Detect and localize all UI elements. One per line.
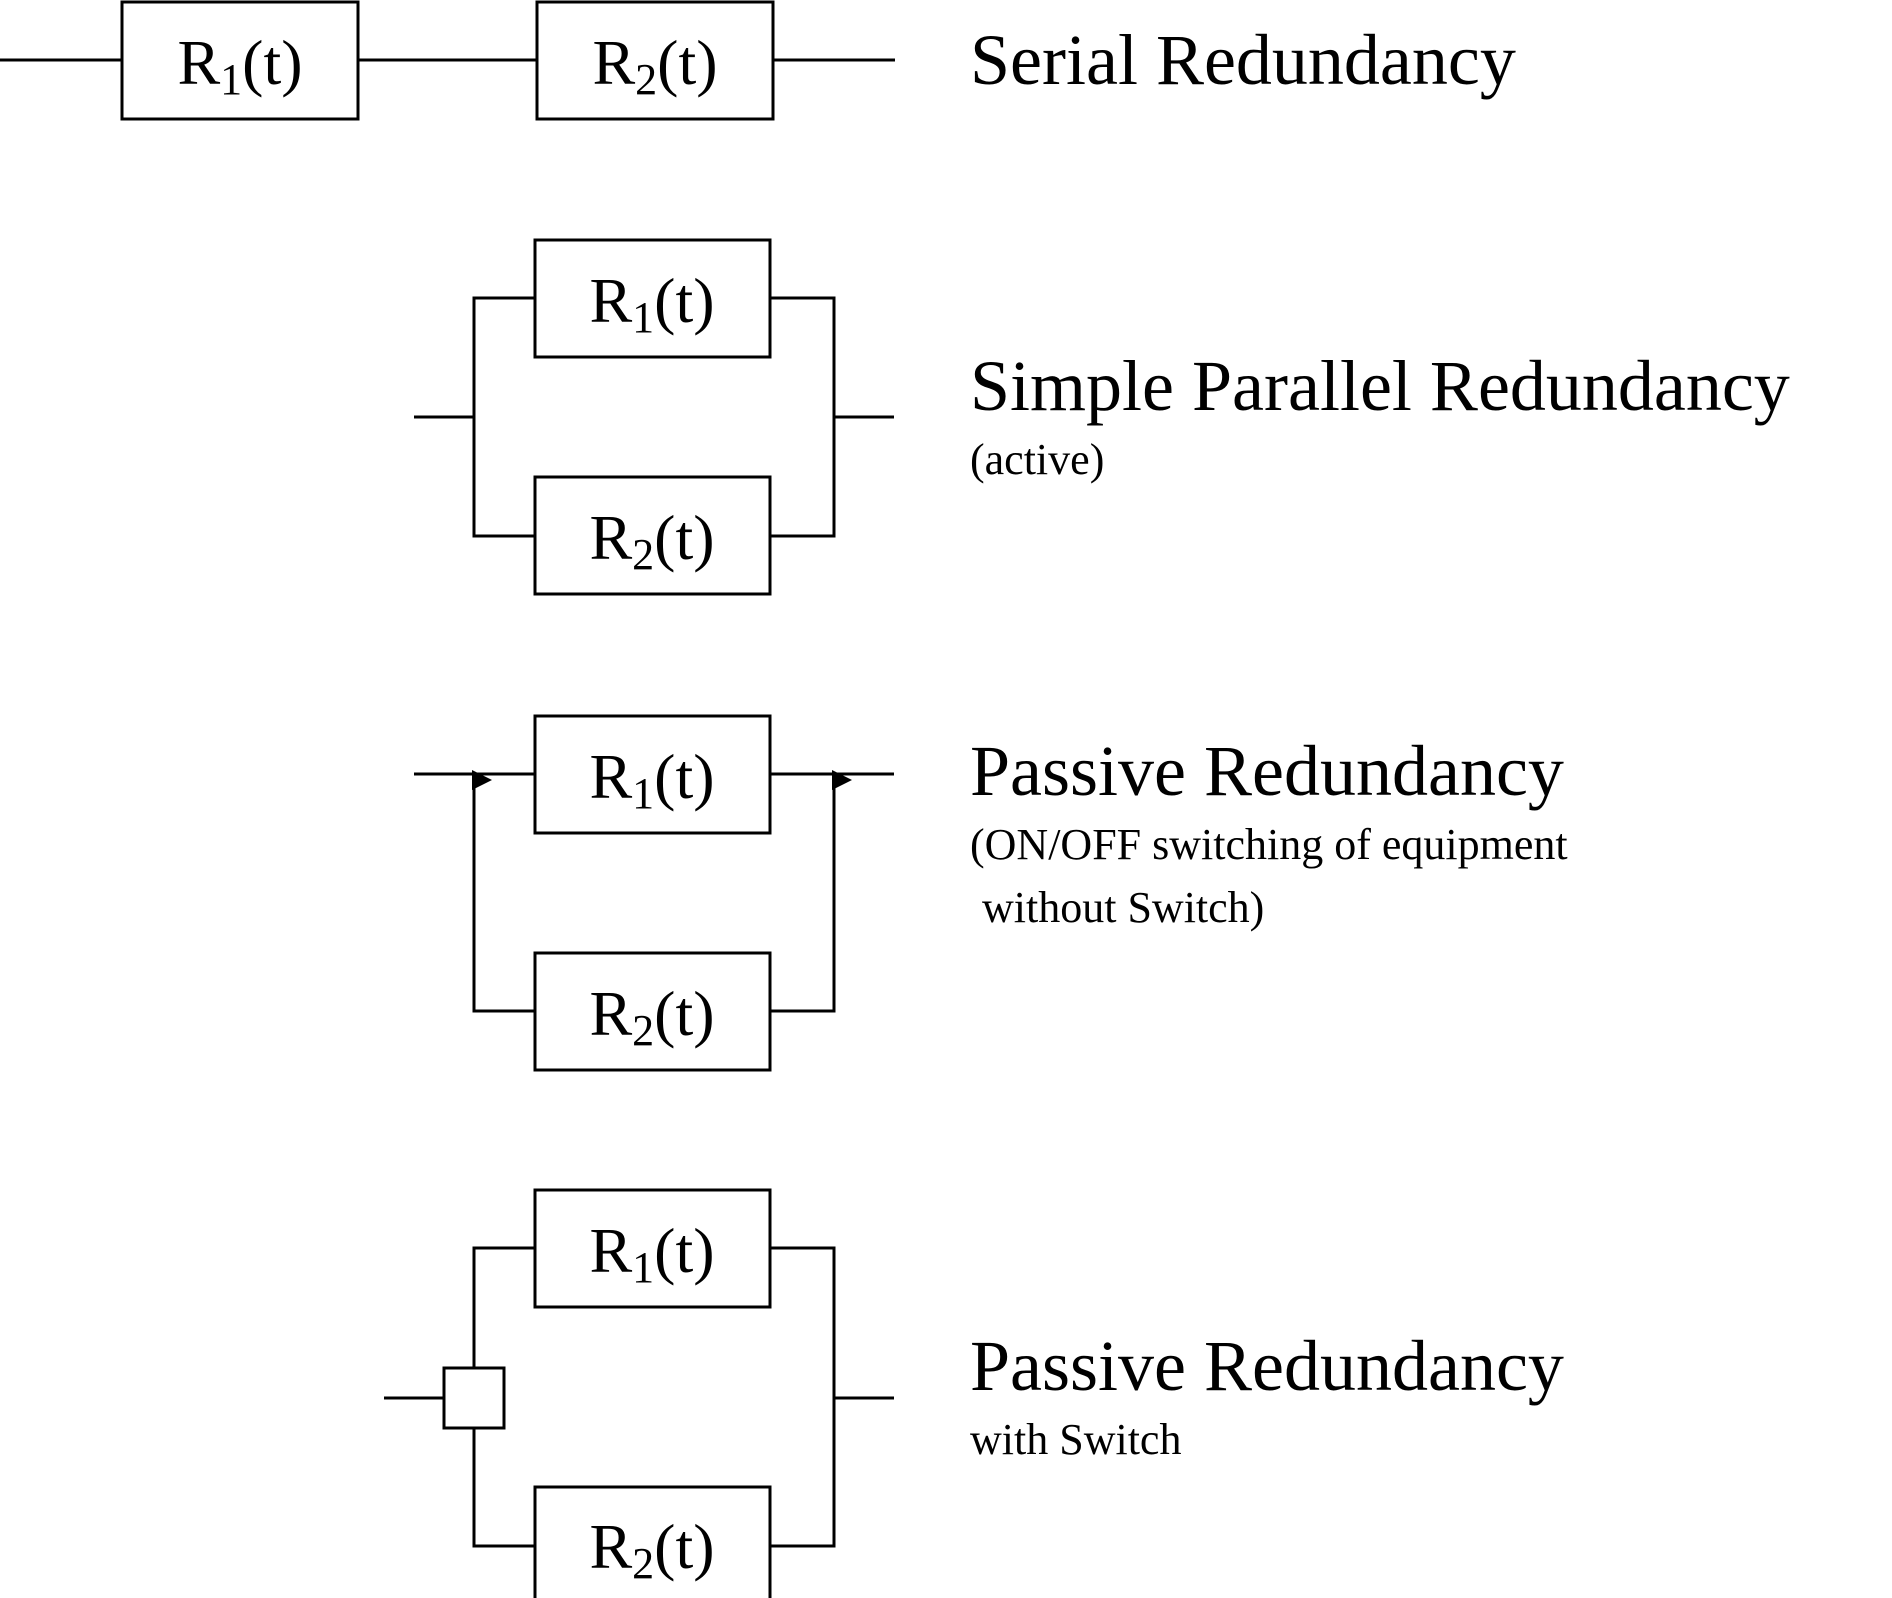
parallel-r1-label: R1(t) bbox=[589, 265, 714, 342]
passive-switch-redundancy-title: Passive Redundancy bbox=[970, 1326, 1564, 1406]
switch-r2-block bbox=[533, 1485, 772, 1598]
parallel-left-bus bbox=[472, 296, 535, 538]
passive-switch-redundancy-subtitle: with Switch bbox=[970, 1415, 1181, 1464]
switch-element bbox=[442, 1366, 506, 1430]
serial-r1-label: R1(t) bbox=[177, 27, 302, 104]
serial-r2-label: R2(t) bbox=[592, 27, 717, 104]
switch-r1-block bbox=[533, 1188, 772, 1309]
serial-redundancy-title: Serial Redundancy bbox=[970, 20, 1516, 100]
passive-redundancy-subtitle-line2: without Switch) bbox=[982, 883, 1264, 932]
switch-right-bus bbox=[770, 1246, 836, 1548]
serial-redundancy-diagram: R1(t) R2(t) Serial Redundancy bbox=[0, 0, 1516, 121]
switch-upper-branch bbox=[472, 1246, 535, 1368]
parallel-right-bus bbox=[770, 296, 836, 538]
passive-switch-redundancy-diagram: R1(t) R2(t) Passive Redundancy with Swit… bbox=[384, 1188, 1564, 1598]
switch-r2-label: R2(t) bbox=[589, 1511, 714, 1588]
passive-r1-block bbox=[533, 714, 772, 835]
passive-left-feedback bbox=[472, 770, 535, 1013]
passive-r2-block bbox=[533, 951, 772, 1072]
parallel-r2-label: R2(t) bbox=[589, 502, 714, 579]
passive-right-feedback bbox=[770, 770, 852, 1013]
simple-parallel-redundancy-title: Simple Parallel Redundancy bbox=[970, 346, 1790, 426]
parallel-r1-block bbox=[533, 238, 772, 359]
passive-redundancy-title: Passive Redundancy bbox=[970, 731, 1564, 811]
simple-parallel-redundancy-subtitle: (active) bbox=[970, 435, 1104, 484]
parallel-r2-block bbox=[533, 475, 772, 596]
passive-r2-label: R2(t) bbox=[589, 978, 714, 1055]
passive-redundancy-subtitle-line1: (ON/OFF switching of equipment bbox=[970, 820, 1568, 869]
passive-redundancy-diagram: R1(t) R2(t) Passive Redundancy (ON/OFF s… bbox=[414, 714, 1568, 1072]
switch-r1-label: R1(t) bbox=[589, 1215, 714, 1292]
simple-parallel-redundancy-diagram: R1(t) R2(t) Simple Parallel Redundancy (… bbox=[414, 238, 1790, 596]
passive-r1-label: R1(t) bbox=[589, 741, 714, 818]
switch-lower-branch bbox=[472, 1428, 535, 1548]
